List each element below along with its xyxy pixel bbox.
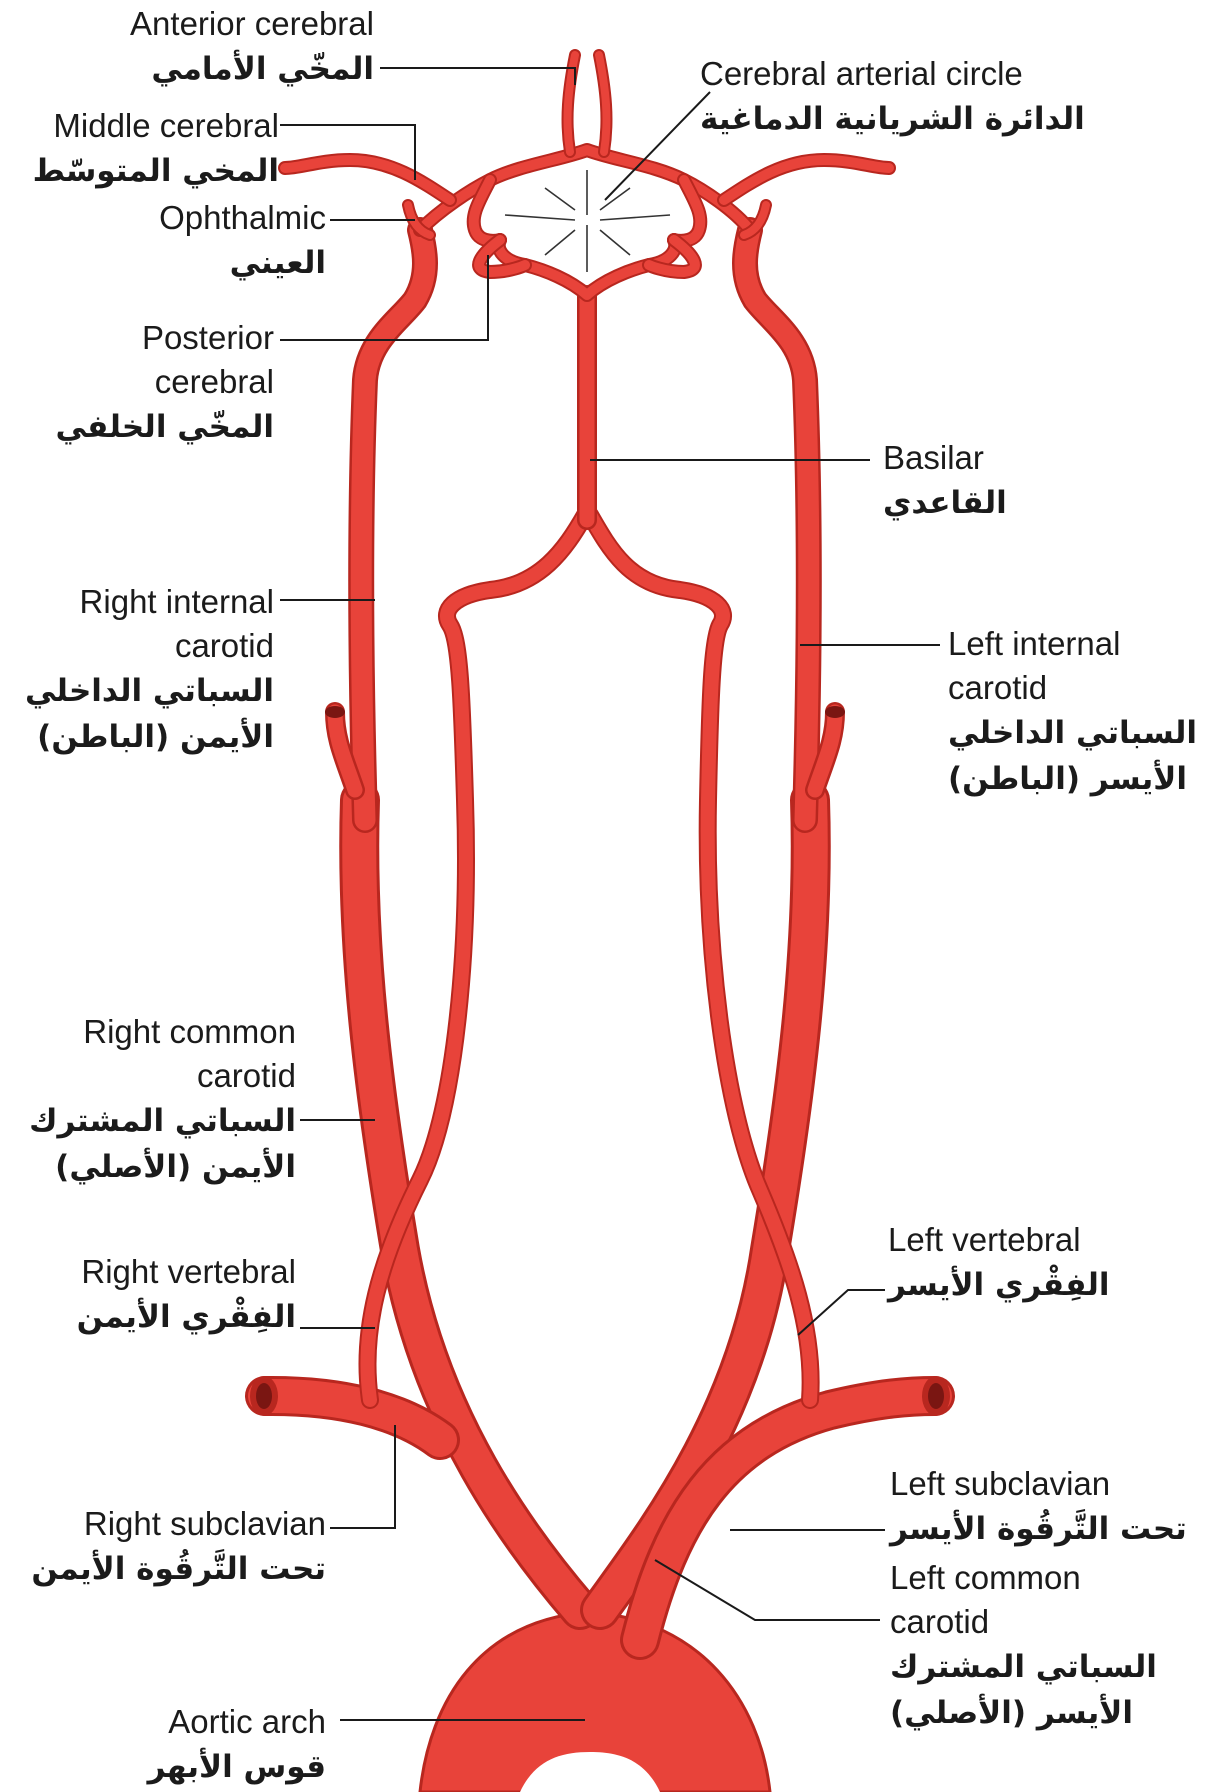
- ophthalmic-en: Ophthalmic: [159, 196, 326, 240]
- label-posterior-cerebral: Posterior cerebral المخّي الخلفي: [56, 316, 274, 450]
- label-middle-cerebral: Middle cerebral المخي المتوسّط: [33, 104, 279, 194]
- left-internal-carotid-ar2: (الباطن) الأيسر: [948, 756, 1197, 802]
- flow-arrows: [505, 170, 670, 272]
- left-common-carotid-en2: carotid: [890, 1600, 1157, 1644]
- cerebral-arterial-circle-en: Cerebral arterial circle: [700, 52, 1085, 96]
- common-carotid-vessels: [359, 800, 811, 1610]
- aortic-arch-vessel: [420, 1612, 770, 1792]
- anterior-cerebral-en: Anterior cerebral: [130, 2, 374, 46]
- left-common-carotid-ar1: السباتي المشترك: [890, 1644, 1157, 1690]
- label-ophthalmic: Ophthalmic العيني: [159, 196, 326, 286]
- right-subclavian-vessel: [250, 1376, 440, 1440]
- left-internal-carotid-ar1: السباتي الداخلي: [948, 710, 1197, 756]
- left-subclavian-ar: تحت التَّرقُوة الأيسر: [890, 1506, 1187, 1552]
- posterior-cerebral-ar: المخّي الخلفي: [56, 404, 274, 450]
- label-aortic-arch: Aortic arch قوس الأبهر: [148, 1700, 326, 1790]
- right-internal-carotid-ar1: السباتي الداخلي: [25, 668, 274, 714]
- label-left-common-carotid: Left common carotid السباتي المشترك (الأ…: [890, 1556, 1157, 1736]
- left-internal-carotid-en2: carotid: [948, 666, 1197, 710]
- right-subclavian-en: Right subclavian: [31, 1502, 326, 1546]
- label-right-internal-carotid: Right internal carotid السباتي الداخلي (…: [25, 580, 274, 760]
- basilar-ar: القاعدي: [883, 480, 1007, 526]
- right-internal-carotid-en1: Right internal: [25, 580, 274, 624]
- left-internal-carotid-en1: Left internal: [948, 622, 1197, 666]
- aortic-arch-ar: قوس الأبهر: [148, 1744, 326, 1790]
- posterior-cerebral-en2: cerebral: [56, 360, 274, 404]
- right-vertebral-en: Right vertebral: [77, 1250, 296, 1294]
- right-common-carotid-ar2: (الأصلي) الأيمن: [29, 1144, 296, 1190]
- label-right-vertebral: Right vertebral الفِقْري الأيمن: [77, 1250, 296, 1340]
- right-common-carotid-en2: carotid: [29, 1054, 296, 1098]
- label-cerebral-arterial-circle: Cerebral arterial circle الدائرة الشريان…: [700, 52, 1085, 142]
- right-internal-carotid-ar2: (الباطن) الأيمن: [25, 714, 274, 760]
- label-left-vertebral: Left vertebral الفِقْري الأيسر: [888, 1218, 1110, 1308]
- left-common-carotid-ar2: (الأصلي) الأيسر: [890, 1690, 1157, 1736]
- middle-cerebral-en: Middle cerebral: [33, 104, 279, 148]
- middle-cerebral-ar: المخي المتوسّط: [33, 148, 279, 194]
- cerebral-arterial-circle-ar: الدائرة الشريانية الدماغية: [700, 96, 1085, 142]
- posterior-cerebral-en1: Posterior: [56, 316, 274, 360]
- right-common-carotid-ar1: السباتي المشترك: [29, 1098, 296, 1144]
- ophthalmic-ar: العيني: [159, 240, 326, 286]
- left-common-carotid-en1: Left common: [890, 1556, 1157, 1600]
- label-left-internal-carotid: Left internal carotid السباتي الداخلي (ا…: [948, 622, 1197, 802]
- label-right-common-carotid: Right common carotid السباتي المشترك (ال…: [29, 1010, 296, 1190]
- right-common-carotid-en1: Right common: [29, 1010, 296, 1054]
- basilar-en: Basilar: [883, 436, 1007, 480]
- label-anterior-cerebral: Anterior cerebral المخّي الأمامي: [130, 2, 374, 92]
- right-vertebral-ar: الفِقْري الأيمن: [77, 1294, 296, 1340]
- anterior-cerebral-ar: المخّي الأمامي: [130, 46, 374, 92]
- right-internal-carotid-en2: carotid: [25, 624, 274, 668]
- label-basilar: Basilar القاعدي: [883, 436, 1007, 526]
- aortic-arch-en: Aortic arch: [148, 1700, 326, 1744]
- left-subclavian-en: Left subclavian: [890, 1462, 1187, 1506]
- label-right-subclavian: Right subclavian تحت التَّرقُوة الأيمن: [31, 1502, 326, 1592]
- left-vertebral-en: Left vertebral: [888, 1218, 1110, 1262]
- right-subclavian-ar: تحت التَّرقُوة الأيمن: [31, 1546, 326, 1592]
- vertebral-vessels: [367, 515, 810, 1400]
- label-left-subclavian: Left subclavian تحت التَّرقُوة الأيسر: [890, 1462, 1187, 1552]
- left-vertebral-ar: الفِقْري الأيسر: [888, 1262, 1110, 1308]
